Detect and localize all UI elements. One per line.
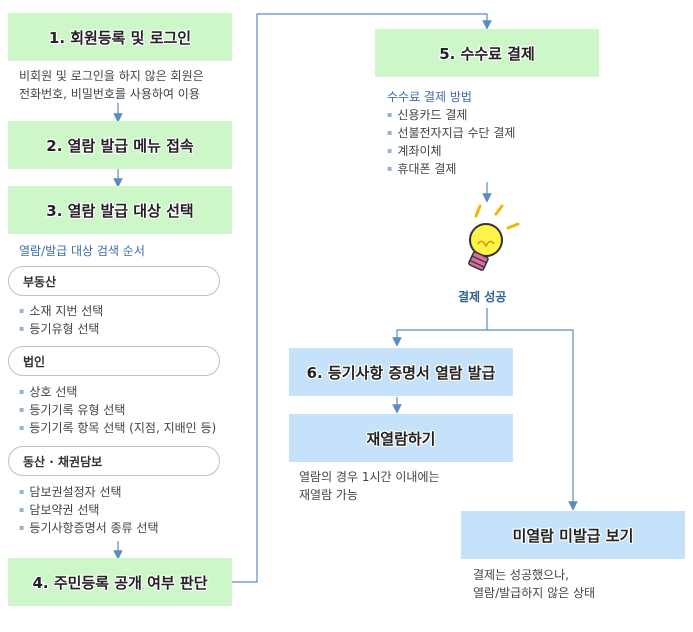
step-1-box: 1. 회원등록 및 로그인 (8, 13, 232, 61)
list-item: 담보약권 선택 (19, 502, 159, 520)
group-corporation: 법인 (8, 346, 220, 376)
unviewed-desc-line-1: 결제는 성공했으나, (473, 568, 569, 582)
step-4-title: 4. 주민등록 공개 여부 판단 (32, 573, 208, 592)
list-item: 담보권설정자 선택 (19, 484, 159, 502)
unviewed-title: 미열람 미발급 보기 (512, 526, 634, 545)
step-3-subtitle: 열람/발급 대상 검색 순서 (19, 244, 145, 258)
group-movable-collateral: 동산 · 채권담보 (8, 446, 220, 476)
payment-success-label: 결제 성공 (458, 290, 507, 304)
group-movable-collateral-label: 동산 · 채권담보 (23, 454, 103, 469)
unviewed-box: 미열람 미발급 보기 (461, 511, 685, 559)
list-item: 상호 선택 (19, 384, 216, 402)
payment-methods-list: 신용카드 결제 선불전자지급 수단 결제 계좌이체 휴대폰 결제 (387, 107, 515, 179)
step-5-box: 5. 수수료 결제 (375, 29, 599, 77)
lightbulb-icon (468, 204, 520, 271)
step-1-desc-line-2: 전화번호, 비밀번호를 사용하여 이용 (19, 87, 200, 101)
list-item: 등기사항증명서 종류 선택 (19, 520, 158, 538)
step-2-title: 2. 열람 발급 메뉴 접속 (46, 136, 194, 155)
list-item: 계좌이체 (387, 143, 515, 161)
step-1-desc-line-1: 비회원 및 로그인을 하지 않은 회원은 (19, 69, 204, 83)
unviewed-desc-line-2: 열람/발급하지 않은 상태 (473, 586, 596, 600)
arrow-4-5 (232, 13, 492, 583)
list-item: 휴대폰 결제 (387, 161, 515, 179)
reread-title: 재열람하기 (366, 429, 436, 448)
step-4-box: 4. 주민등록 공개 여부 판단 (8, 558, 232, 606)
group-real-estate: 부동산 (8, 266, 220, 296)
list-item: 등기기록 유형 선택 (19, 402, 216, 420)
list-item: 등기유형 선택 (19, 321, 103, 339)
step-6-box: 6. 등기사항 증명서 열람 발급 (289, 348, 513, 396)
group-real-estate-label: 부동산 (23, 274, 57, 289)
list-item: 소재 지번 선택 (19, 303, 103, 321)
step-1-title: 1. 회원등록 및 로그인 (48, 28, 192, 47)
step-3-box: 3. 열람 발급 대상 선택 (8, 186, 232, 234)
list-item: 선불전자지급 수단 결제 (387, 125, 515, 143)
reread-desc-line-1: 열람의 경우 1시간 이내에는 (299, 470, 440, 484)
group-movable-collateral-list: 담보권설정자 선택 담보약권 선택 등기사항증명서 종류 선택 (19, 484, 159, 538)
reread-box: 재열람하기 (289, 414, 513, 462)
group-real-estate-list: 소재 지번 선택 등기유형 선택 (19, 303, 103, 339)
reread-desc-line-2: 재열람 가능 (299, 488, 359, 502)
step-2-box: 2. 열람 발급 메뉴 접속 (8, 121, 232, 169)
step-6-title: 6. 등기사항 증명서 열람 발급 (306, 363, 496, 382)
arrow-success-6 (392, 308, 488, 347)
step-5-subtitle: 수수료 결제 방법 (387, 90, 472, 104)
list-item: 신용카드 결제 (387, 107, 515, 125)
group-corporation-label: 법인 (23, 354, 46, 369)
list-item: 등기기록 항목 선택 (지점, 지배인 등) (19, 420, 216, 438)
step-5-title: 5. 수수료 결제 (439, 44, 535, 63)
step-3-title: 3. 열람 발급 대상 선택 (46, 201, 194, 220)
group-corporation-list: 상호 선택 등기기록 유형 선택 등기기록 항목 선택 (지점, 지배인 등) (19, 384, 216, 438)
arrow-success-unviewed (487, 329, 578, 511)
